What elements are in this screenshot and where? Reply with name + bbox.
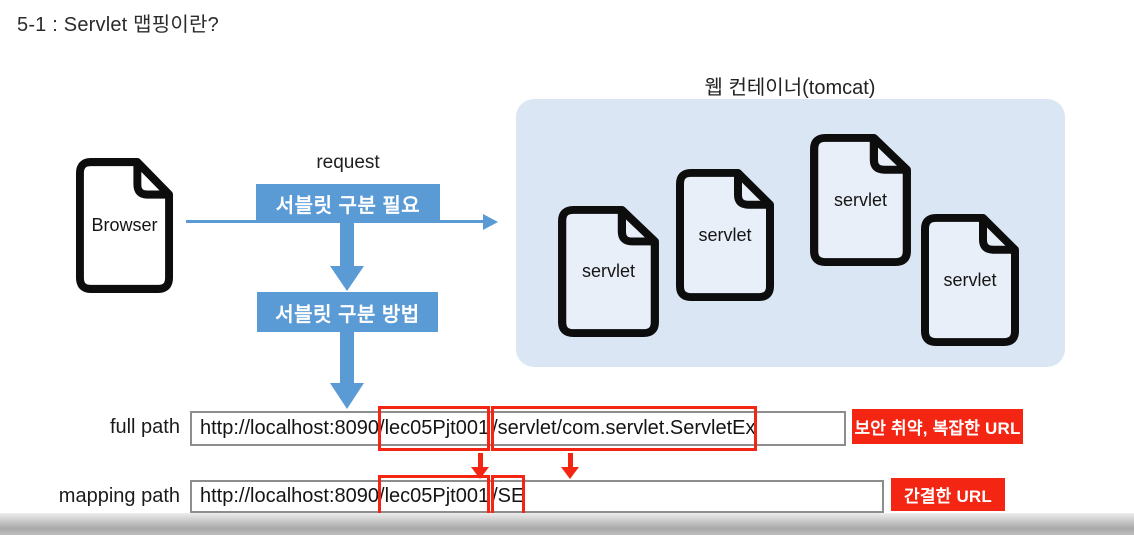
web-container: servlet servlet servlet servlet xyxy=(516,99,1065,367)
page-title: 5-1 : Servlet 맵핑이란? xyxy=(17,14,219,36)
servlet-document-icon: servlet xyxy=(675,168,775,302)
down-arrow-2-head-icon xyxy=(330,383,364,409)
document-icon xyxy=(921,213,1019,347)
document-icon xyxy=(558,205,659,338)
browser-label: Browser xyxy=(91,215,158,235)
down-arrow-2-shaft xyxy=(340,332,354,385)
step1-box: 서블릿 구분 필요 xyxy=(256,184,440,223)
servlet-document-icon: servlet xyxy=(920,213,1020,347)
web-container-title: 웹 컨테이너(tomcat) xyxy=(704,77,876,99)
full-path-url-servlet-highlighted: /servlet/com.servlet.ServletEx xyxy=(491,406,757,451)
servlet-label: servlet xyxy=(943,269,997,290)
down-arrow-1-head-icon xyxy=(330,266,364,291)
document-icon xyxy=(676,168,774,302)
mapping-path-url-se-highlighted: /SE xyxy=(491,475,526,518)
document-icon xyxy=(810,133,911,267)
mapping-path-url-context-highlighted: /lec05Pjt001 xyxy=(378,475,491,518)
request-label: request xyxy=(316,152,380,173)
mapping-path-row-label: mapping path xyxy=(58,485,180,507)
red-arrow-2-head-icon xyxy=(561,467,579,479)
mapping-path-url-box: http://localhost:8090/lec05Pjt001/SE xyxy=(190,475,884,518)
full-path-note-badge: 보안 취약, 복잡한 URL xyxy=(852,409,1023,444)
servlet-document-icon: servlet xyxy=(557,205,660,338)
step2-box: 서블릿 구분 방법 xyxy=(257,292,438,332)
mapping-path-note-badge: 간결한 URL xyxy=(891,478,1005,511)
red-arrow-1-head-icon xyxy=(471,467,489,479)
red-arrow-1-shaft xyxy=(478,453,483,467)
full-path-row-label: full path xyxy=(109,416,180,438)
browser-document-icon: Browser xyxy=(75,157,174,294)
request-arrow-head-icon xyxy=(483,214,498,230)
full-path-url-context-highlighted: /lec05Pjt001 xyxy=(378,406,491,451)
servlet-label: servlet xyxy=(833,189,887,210)
red-arrow-2-shaft xyxy=(568,453,573,467)
down-arrow-1-shaft xyxy=(340,223,354,268)
servlet-document-icon: servlet xyxy=(809,133,912,267)
servlet-label: servlet xyxy=(581,261,635,281)
full-path-url-box: http://localhost:8090/lec05Pjt001/servle… xyxy=(190,406,846,451)
full-path-url-prefix: http://localhost:8090 xyxy=(200,417,380,439)
servlet-label: servlet xyxy=(698,224,752,245)
document-icon xyxy=(75,158,174,293)
mapping-path-url-prefix: http://localhost:8090 xyxy=(200,485,380,507)
bottom-gradient-strip xyxy=(0,513,1134,535)
